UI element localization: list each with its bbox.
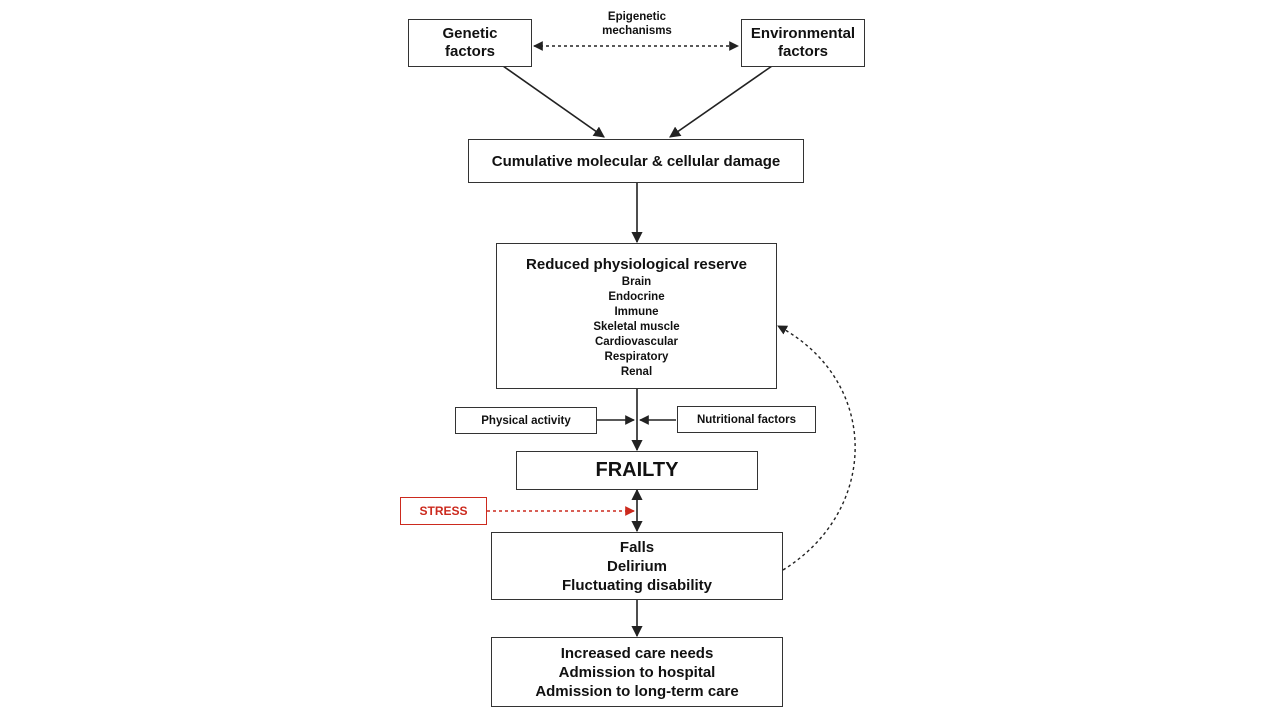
physiological-reserve-box: Reduced physiological reserve Brain Endo… [496, 243, 777, 389]
genetic-factors-box: Genetic factors [408, 19, 532, 67]
feedback-arrow [777, 325, 856, 571]
nutritional-factors-label: Nutritional factors [696, 413, 797, 426]
genetic-factors-line-1: Genetic [442, 25, 498, 42]
frailty-box: FRAILTY [516, 451, 758, 490]
environmental-to-damage-arrow [669, 65, 773, 138]
physical-activity-box: Physical activity [455, 407, 597, 434]
frailty-label: FRAILTY [595, 459, 679, 481]
stress-label: STRESS [419, 504, 468, 518]
outcome-fluctuating-disability: Fluctuating disability [561, 576, 712, 594]
environmental-factors-box: Environmental factors [741, 19, 865, 67]
outcome-falls: Falls [619, 538, 655, 556]
cumulative-damage-label: Cumulative molecular & cellular damage [491, 152, 781, 170]
reserve-item-endocrine: Endocrine [608, 291, 665, 303]
epigenetic-mechanisms-label: Epigenetic mechanisms [585, 11, 689, 39]
care-admission-hospital: Admission to hospital [558, 663, 716, 681]
reserve-item-cardiovascular: Cardiovascular [594, 336, 679, 348]
care-increased-care-needs: Increased care needs [560, 644, 714, 662]
environmental-factors-line-2: factors [777, 43, 829, 60]
cumulative-damage-box: Cumulative molecular & cellular damage [468, 139, 804, 183]
outcomes-box: Falls Delirium Fluctuating disability [491, 532, 783, 600]
reserve-item-brain: Brain [621, 276, 652, 288]
physical-activity-label: Physical activity [481, 414, 571, 427]
nutritional-factors-box: Nutritional factors [677, 406, 816, 433]
care-outcomes-box: Increased care needs Admission to hospit… [491, 637, 783, 707]
physiological-reserve-title: Reduced physiological reserve [526, 256, 747, 273]
reserve-item-respiratory: Respiratory [604, 351, 669, 363]
epigenetic-label-line-1: Epigenetic [607, 11, 667, 23]
outcome-delirium: Delirium [606, 557, 667, 575]
genetic-factors-line-2: factors [444, 43, 496, 60]
reserve-item-renal: Renal [620, 366, 653, 378]
care-admission-long-term-care: Admission to long-term care [535, 682, 739, 700]
reserve-item-immune: Immune [614, 306, 659, 318]
reserve-item-skeletal-muscle: Skeletal muscle [593, 321, 680, 333]
stress-box: STRESS [400, 497, 487, 525]
epigenetic-label-line-2: mechanisms [602, 24, 672, 37]
environmental-factors-line-1: Environmental [750, 25, 856, 42]
genetic-to-damage-arrow [502, 65, 605, 138]
